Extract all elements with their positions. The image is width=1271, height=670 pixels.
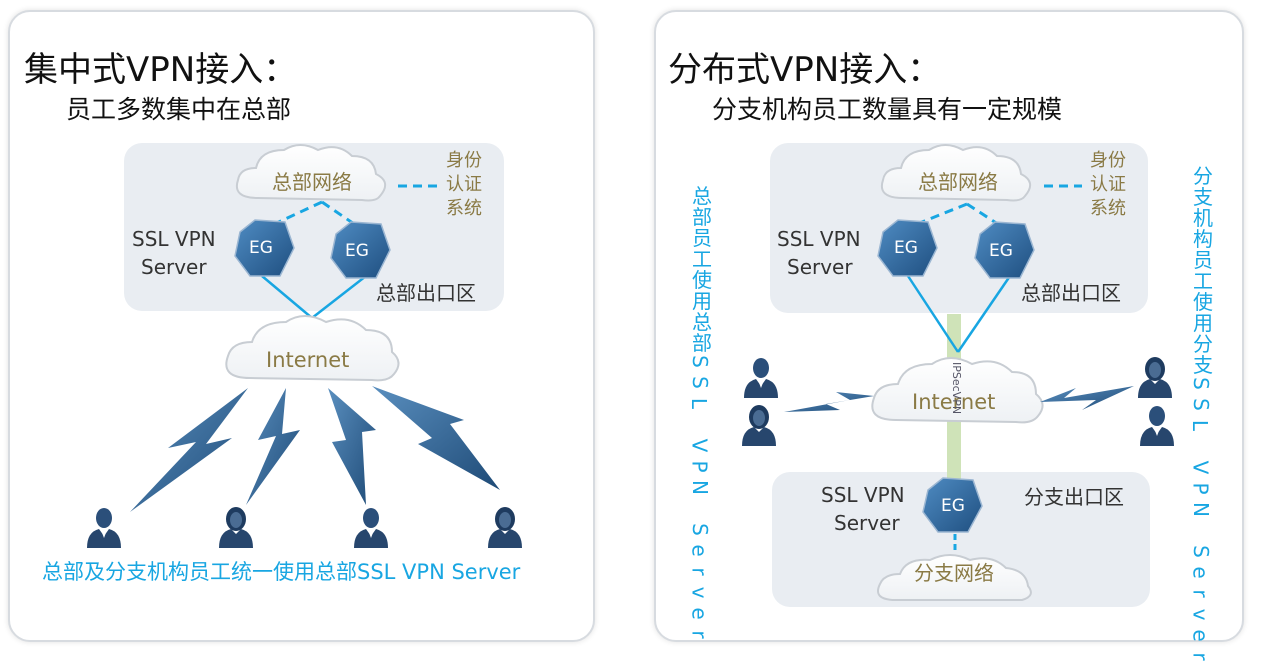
right-hq-exit-zone-label: 总部出口区	[1021, 281, 1121, 305]
right-internet-label: Internet	[912, 390, 996, 414]
right-male-user-icon-2	[1140, 406, 1174, 446]
left-lightning-link-icons	[130, 386, 500, 512]
left-hq-exit-zone-label: 总部出口区	[376, 281, 476, 305]
right-title: 分布式VPN接入：	[668, 50, 942, 90]
right-branch-cloud-icon	[877, 554, 1032, 601]
left-hq-network-label: 总部网络	[272, 170, 352, 194]
left-male-user-icon-2	[354, 508, 388, 548]
right-hq-network-label: 总部网络	[918, 170, 998, 194]
right-auth-system-line-1: 身份	[1090, 150, 1126, 171]
ipsec-vpn-label: IPSecVPN	[950, 362, 963, 415]
left-eg-gateway-icon-1	[234, 219, 295, 277]
right-eg-label-2: EG	[989, 241, 1013, 261]
right-branch-server-label-line-1: SSL VPN	[821, 483, 905, 507]
left-solid-links	[261, 275, 367, 319]
left-eg-gateway-icon-2	[330, 221, 391, 279]
left-title: 集中式VPN接入：	[24, 50, 298, 90]
right-male-user-icon-1	[744, 358, 778, 398]
right-solid-links	[906, 275, 1012, 353]
diagram-canvas	[87, 144, 1174, 601]
right-eg-label-1: EG	[894, 238, 918, 258]
right-internet-cloud-icon	[871, 357, 1044, 424]
right-branch-server-label-line-2: Server	[834, 511, 900, 535]
left-male-user-icon-1	[87, 508, 121, 548]
left-hq-cloud-icon	[236, 144, 387, 202]
left-auth-system-line-3: 系统	[446, 198, 482, 219]
right-auth-system-line-2: 认证	[1090, 174, 1126, 195]
right-branch-eg-label: EG	[941, 496, 965, 516]
left-eg-label-1: EG	[249, 238, 273, 258]
right-branch-network-label: 分支网络	[914, 561, 994, 585]
right-eg-gateway-icon-1	[877, 219, 938, 277]
right-branch-eg-gateway-icon	[922, 477, 983, 533]
right-lightning-link-icons	[784, 386, 1134, 412]
right-hq-server-label-line-2: Server	[787, 255, 853, 279]
right-eg-gateway-icon-2	[974, 221, 1035, 279]
left-internet-cloud-icon	[225, 315, 400, 382]
right-subtitle: 分支机构员工数量具有一定规模	[712, 95, 1063, 124]
left-internet-label: Internet	[266, 348, 350, 372]
left-auth-system-line-2: 认证	[446, 174, 482, 195]
left-eg-label-2: EG	[345, 241, 369, 261]
left-female-user-icon-2	[488, 507, 522, 548]
right-female-user-icon-2	[1138, 357, 1172, 398]
right-female-user-icon-1	[742, 405, 776, 446]
left-server-label-line-2: Server	[141, 255, 207, 279]
left-footer-note: 总部及分支机构员工统一使用总部SSL VPN Server	[42, 560, 521, 584]
right-branch-exit-zone-label: 分支出口区	[1024, 485, 1124, 509]
left-female-user-icon-1	[219, 507, 253, 548]
left-subtitle: 员工多数集中在总部	[66, 95, 292, 124]
left-server-label-line-1: SSL VPN	[132, 227, 216, 251]
right-auth-system-line-3: 系统	[1090, 198, 1126, 219]
left-auth-system-line-1: 身份	[446, 150, 482, 171]
right-hq-server-label-line-1: SSL VPN	[777, 227, 861, 251]
right-hq-cloud-icon	[881, 144, 1032, 202]
